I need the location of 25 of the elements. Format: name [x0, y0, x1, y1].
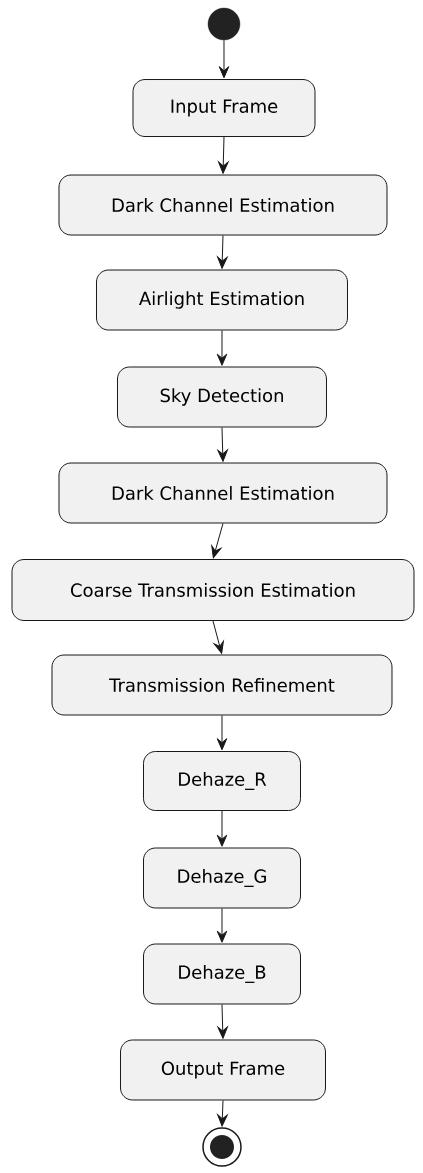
activity-box: Transmission Refinement	[51, 654, 393, 716]
arrow	[216, 908, 228, 943]
arrow	[218, 39, 230, 79]
activity-box: Input Frame	[132, 79, 316, 137]
activity-box: Airlight Estimation	[96, 269, 348, 331]
arrow	[212, 620, 224, 654]
activity-box: Sky Detection	[117, 366, 327, 428]
arrow	[216, 330, 228, 366]
arrow	[217, 427, 228, 462]
activity-box: Dehaze_B	[143, 943, 301, 1005]
activity-box: Output Frame	[120, 1039, 326, 1101]
arrow	[217, 235, 228, 269]
activity-box: Dehaze_G	[143, 847, 301, 909]
activity-box: Dehaze_R	[143, 751, 301, 811]
end-node	[202, 1127, 242, 1167]
arrow	[216, 810, 228, 847]
activity-box: Dark Channel Estimation	[58, 174, 388, 236]
arrow	[211, 523, 224, 559]
start-node	[207, 7, 241, 41]
arrow	[216, 715, 228, 751]
arrow	[217, 1100, 228, 1127]
activity-box: Coarse Transmission Estimation	[11, 559, 415, 621]
arrow	[217, 1004, 228, 1039]
arrow	[218, 136, 229, 174]
activity-box: Dark Channel Estimation	[58, 462, 388, 524]
